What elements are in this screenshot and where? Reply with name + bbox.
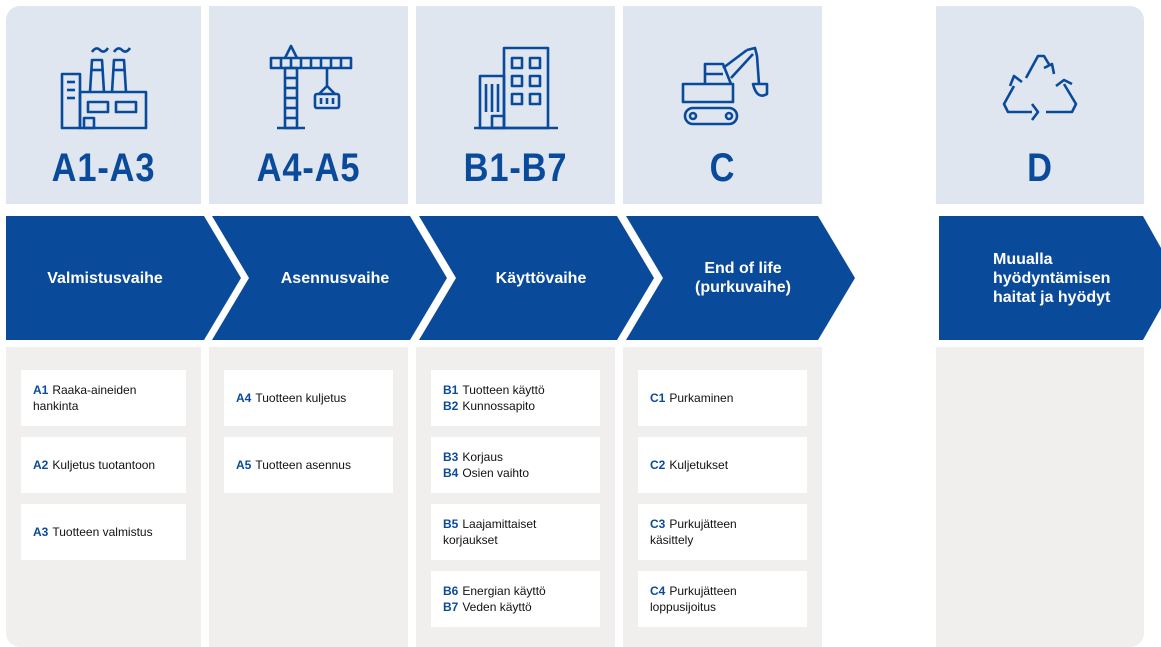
phase-arrow-2 bbox=[212, 216, 447, 340]
phase-label-asennusvaihe: Asennusvaihe bbox=[280, 269, 390, 287]
module-text: Kunnossapito bbox=[462, 399, 536, 413]
column-body-d bbox=[936, 347, 1144, 647]
module-text: Tuotteen asennus bbox=[255, 458, 351, 472]
module-text: Kuljetukset bbox=[669, 458, 729, 472]
module-text: Purkaminen bbox=[669, 391, 734, 405]
module-text: Purkujätteen loppusijoitus bbox=[650, 584, 737, 614]
stage-code: A1-A3 bbox=[51, 146, 156, 190]
module-code: B4 bbox=[443, 466, 459, 480]
module-text: Tuotteen valmistus bbox=[52, 525, 153, 539]
module-text: Energian käyttö bbox=[462, 584, 546, 598]
module-code: A2 bbox=[33, 458, 49, 472]
module-text: Osien vaihto bbox=[462, 466, 530, 480]
module-code: C1 bbox=[650, 391, 666, 405]
stage-code: A4-A5 bbox=[256, 146, 361, 190]
module-text: Raaka-aineiden hankinta bbox=[33, 383, 137, 413]
phase-arrow-5 bbox=[939, 216, 1161, 340]
module-text: Purkujätteen käsittely bbox=[650, 517, 737, 547]
excavator-icon bbox=[675, 38, 771, 134]
stage-code: C bbox=[709, 146, 736, 190]
module-code: B2 bbox=[443, 399, 459, 413]
module-code: A4 bbox=[236, 391, 252, 405]
column-header-d: D bbox=[936, 6, 1144, 204]
phase-arrow-4 bbox=[626, 216, 855, 340]
phase-arrow-1 bbox=[6, 216, 241, 340]
buildings-icon bbox=[468, 38, 564, 134]
factory-icon bbox=[56, 38, 152, 134]
module-code: A5 bbox=[236, 458, 252, 472]
module-text: Veden käyttö bbox=[462, 600, 532, 614]
phase-arrow-band bbox=[6, 216, 1161, 340]
module-code: B3 bbox=[443, 450, 459, 464]
column-header-c: C bbox=[623, 6, 822, 204]
module-code: C4 bbox=[650, 584, 666, 598]
phase-label-kayttovaihe: Käyttövaihe bbox=[495, 269, 587, 287]
module-text: Laajamittaiset korjaukset bbox=[443, 517, 537, 547]
module-code: B1 bbox=[443, 383, 459, 397]
module-text: Korjaus bbox=[462, 450, 504, 464]
construction-crane-icon bbox=[261, 38, 357, 134]
column-header-a1-a3: A1-A3 bbox=[6, 6, 201, 204]
module-code: B7 bbox=[443, 600, 459, 614]
module-code: C3 bbox=[650, 517, 666, 531]
phase-arrow-3 bbox=[419, 216, 654, 340]
column-header-b1-b7: B1-B7 bbox=[416, 6, 615, 204]
module-text: Kuljetus tuotantoon bbox=[52, 458, 156, 472]
recycle-icon bbox=[992, 38, 1088, 134]
stage-code: D bbox=[1027, 146, 1053, 190]
stage-code: B1-B7 bbox=[463, 146, 568, 190]
module-text: Tuotteen kuljetus bbox=[255, 391, 347, 405]
phase-label-valmistusvaihe: Valmistusvaihe bbox=[47, 269, 163, 287]
module-code: A3 bbox=[33, 525, 49, 539]
column-header-a4-a5: A4-A5 bbox=[209, 6, 408, 204]
module-text: Tuotteen käyttö bbox=[462, 383, 545, 397]
phase-label-end-of-life: End of life (purkuvaihe) bbox=[694, 260, 791, 296]
module-code: C2 bbox=[650, 458, 666, 472]
module-code: B5 bbox=[443, 517, 459, 531]
module-code: A1 bbox=[33, 383, 49, 397]
module-code: B6 bbox=[443, 584, 459, 598]
phase-label-muualla: Muualla hyödyntämisen haitat ja hyödyt bbox=[993, 250, 1111, 306]
